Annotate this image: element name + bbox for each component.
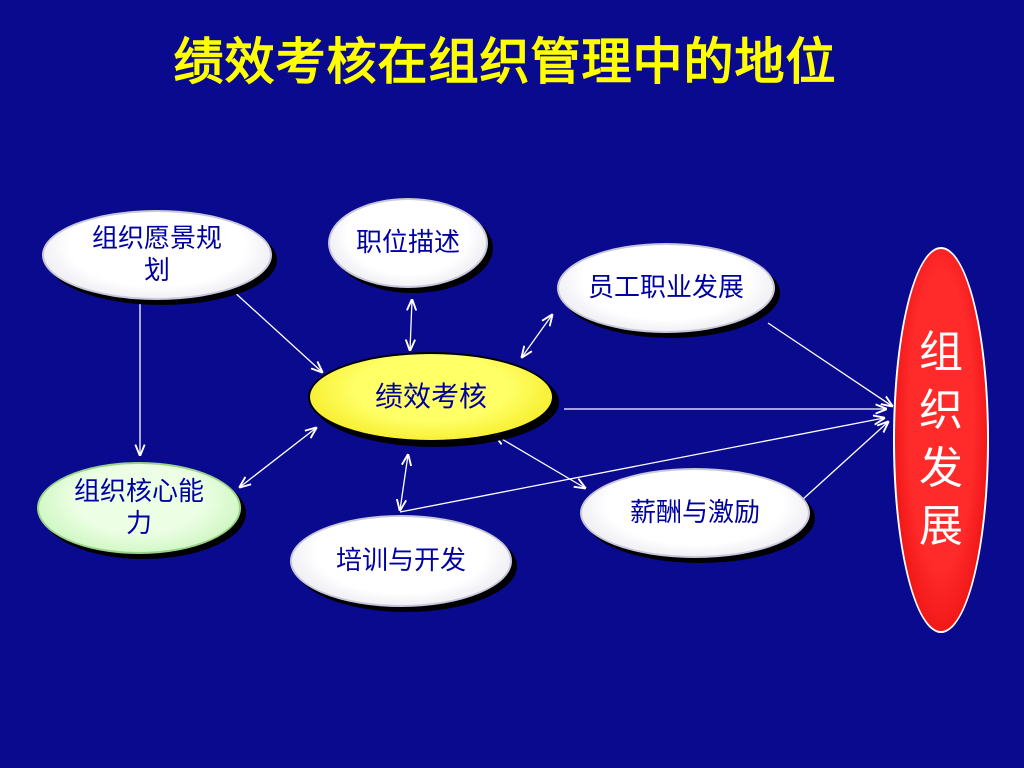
node-training-label: 培训与开发 — [335, 546, 466, 576]
arrow-core-performance — [240, 428, 316, 487]
node-career: 员工职业发展 — [557, 243, 775, 333]
arrow-compensation-to-development — [801, 422, 888, 501]
page-title: 绩效考核在组织管理中的地位 — [173, 33, 837, 91]
arrow-career-to-development — [767, 322, 892, 406]
node-compensation-label: 薪酬与激励 — [629, 498, 760, 528]
node-training: 培训与开发 — [290, 515, 512, 607]
node-performance-label: 绩效考核 — [374, 380, 487, 413]
arrow-training-performance — [400, 455, 408, 510]
node-org-development: 组织发展 — [893, 247, 989, 633]
arrow-career-performance — [522, 315, 552, 357]
node-career-label: 员工职业发展 — [587, 273, 744, 303]
arrow-vision-to-performance — [231, 289, 322, 372]
node-compensation: 薪酬与激励 — [580, 468, 810, 558]
node-position-label: 职位描述 — [355, 228, 460, 258]
node-org-development-label: 组织发展 — [919, 327, 963, 552]
node-core-competence: 组织核心能力 — [37, 462, 241, 554]
node-core-competence-label: 组织核心能力 — [73, 477, 204, 539]
arrow-position-performance — [410, 300, 412, 350]
node-vision-label: 组织愿景规划 — [91, 224, 222, 286]
arrow-training-to-development — [399, 418, 884, 513]
node-vision: 组织愿景规划 — [42, 210, 272, 300]
node-position: 职位描述 — [328, 198, 488, 288]
arrow-performance-compensation — [495, 435, 585, 488]
node-performance: 绩效考核 — [308, 352, 554, 442]
